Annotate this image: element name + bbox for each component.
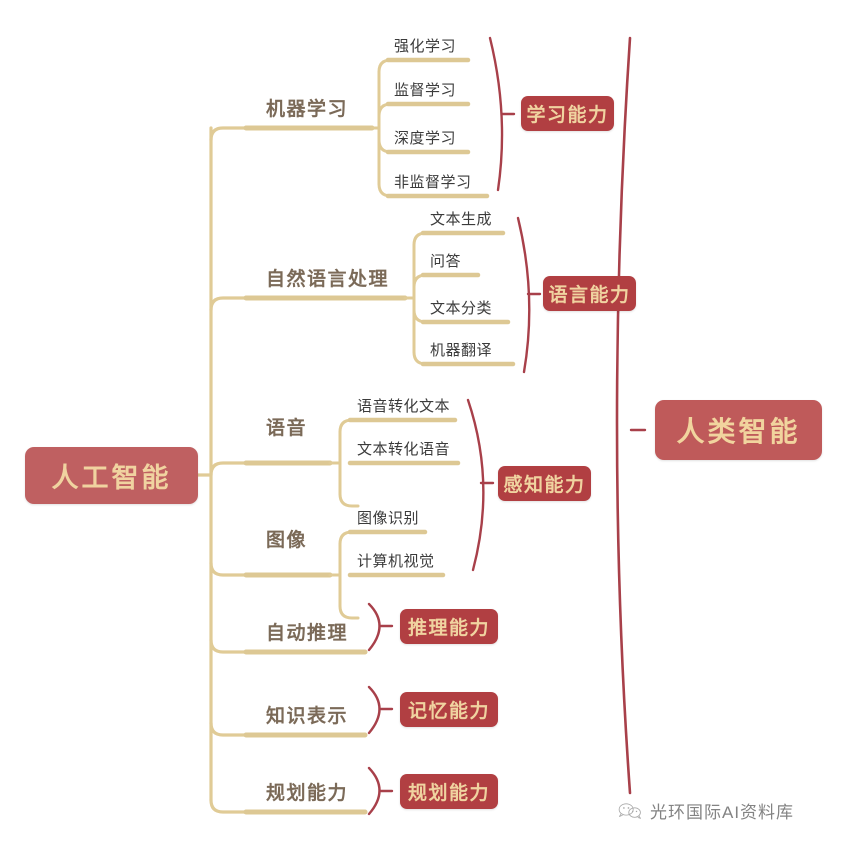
speech-leaf-arm-0 xyxy=(338,418,360,434)
leaf-text-classification[interactable]: 文本分类 xyxy=(430,292,492,318)
leaf-supervised-learning[interactable]: 监督学习 xyxy=(394,74,456,100)
badge-memory-ability[interactable]: 记忆能力 xyxy=(400,692,498,727)
human-intelligence-node[interactable]: 人类智能 xyxy=(655,400,822,460)
leaf-question-answering[interactable]: 问答 xyxy=(430,245,461,271)
topic-machine-learning[interactable]: 机器学习 xyxy=(266,85,348,121)
ml-leaf-arm-0 xyxy=(377,58,400,74)
arm-speech xyxy=(209,461,248,477)
badge-label: 推理能力 xyxy=(407,618,490,639)
brace-human-intelligence xyxy=(615,36,632,795)
leaf-reinforcement-learning[interactable]: 强化学习 xyxy=(394,30,456,56)
leaf-label: 计算机视觉 xyxy=(357,553,435,570)
topic-label: 自然语言处理 xyxy=(266,269,390,290)
leaf-text-generation[interactable]: 文本生成 xyxy=(430,203,492,229)
root-node[interactable]: 人工智能 xyxy=(25,447,198,504)
leaf-image-recognition[interactable]: 图像识别 xyxy=(357,502,419,528)
arm-image xyxy=(209,561,248,577)
nlp-leaf-arm-1 xyxy=(412,273,435,289)
topic-auto-reasoning[interactable]: 自动推理 xyxy=(266,609,348,645)
arm-auto-reasoning xyxy=(209,638,248,654)
nlp-leaf-arm-0 xyxy=(412,231,435,247)
leaf-label: 语音转化文本 xyxy=(357,398,451,415)
topic-label: 机器学习 xyxy=(266,99,349,120)
badge-label: 感知能力 xyxy=(503,475,586,496)
badge-reasoning-ability[interactable]: 推理能力 xyxy=(400,609,498,644)
leaf-label: 监督学习 xyxy=(394,82,457,99)
topic-label: 语音 xyxy=(266,418,308,439)
watermark-text: 光环国际AI资料库 xyxy=(650,803,795,822)
topic-image[interactable]: 图像 xyxy=(266,516,307,552)
leaf-text-to-speech[interactable]: 文本转化语音 xyxy=(357,433,450,459)
leaf-label: 问答 xyxy=(430,253,462,270)
topic-label: 规划能力 xyxy=(266,783,349,804)
brace-perception xyxy=(466,398,485,572)
brace-learning xyxy=(488,36,504,192)
leaf-label: 图像识别 xyxy=(357,510,420,527)
root-node-label: 人工智能 xyxy=(51,463,172,493)
leaf-label: 文本分类 xyxy=(430,300,493,317)
brace-memory xyxy=(367,685,381,735)
topic-nlp[interactable]: 自然语言处理 xyxy=(266,255,389,291)
leaf-label: 强化学习 xyxy=(394,38,457,55)
arm-nlp xyxy=(209,296,248,312)
wechat-icon xyxy=(618,802,641,819)
badge-planning-ability[interactable]: 规划能力 xyxy=(400,774,498,809)
leaf-label: 非监督学习 xyxy=(394,174,472,191)
badge-label: 记忆能力 xyxy=(407,701,490,722)
brace-reasoning xyxy=(367,602,381,652)
brace-language xyxy=(516,216,531,374)
topic-label: 图像 xyxy=(266,530,308,551)
leaf-label: 文本转化语音 xyxy=(357,441,451,458)
topic-planning[interactable]: 规划能力 xyxy=(266,769,348,805)
badge-language-ability[interactable]: 语言能力 xyxy=(543,276,636,311)
leaf-deep-learning[interactable]: 深度学习 xyxy=(394,122,456,148)
image-leaf-arm-0 xyxy=(338,530,360,546)
badge-label: 学习能力 xyxy=(526,105,609,126)
topic-knowledge-representation[interactable]: 知识表示 xyxy=(266,692,348,728)
leaf-computer-vision[interactable]: 计算机视觉 xyxy=(357,545,435,571)
badge-label: 语言能力 xyxy=(548,285,631,306)
arm-machine-learning xyxy=(209,126,248,142)
badge-perception-ability[interactable]: 感知能力 xyxy=(498,466,591,501)
arm-planning xyxy=(209,798,248,814)
leaf-label: 深度学习 xyxy=(394,130,457,147)
badge-learning-ability[interactable]: 学习能力 xyxy=(521,96,614,131)
leaf-label: 文本生成 xyxy=(430,211,493,228)
leaf-unsupervised-learning[interactable]: 非监督学习 xyxy=(394,166,472,192)
topic-label: 知识表示 xyxy=(266,706,349,727)
brace-planning xyxy=(367,766,381,816)
ml-leaf-arm-1 xyxy=(377,102,400,118)
leaf-machine-translation[interactable]: 机器翻译 xyxy=(430,334,492,360)
watermark: 光环国际AI资料库 xyxy=(617,798,794,823)
leaf-label: 机器翻译 xyxy=(430,342,493,359)
leaf-speech-to-text[interactable]: 语音转化文本 xyxy=(357,390,450,416)
arm-knowledge xyxy=(209,721,248,737)
badge-label: 规划能力 xyxy=(407,783,490,804)
topic-label: 自动推理 xyxy=(266,623,349,644)
human-intelligence-label: 人类智能 xyxy=(676,416,801,447)
speech-leaf-arm-1 xyxy=(338,492,360,508)
topic-speech[interactable]: 语音 xyxy=(266,404,307,440)
